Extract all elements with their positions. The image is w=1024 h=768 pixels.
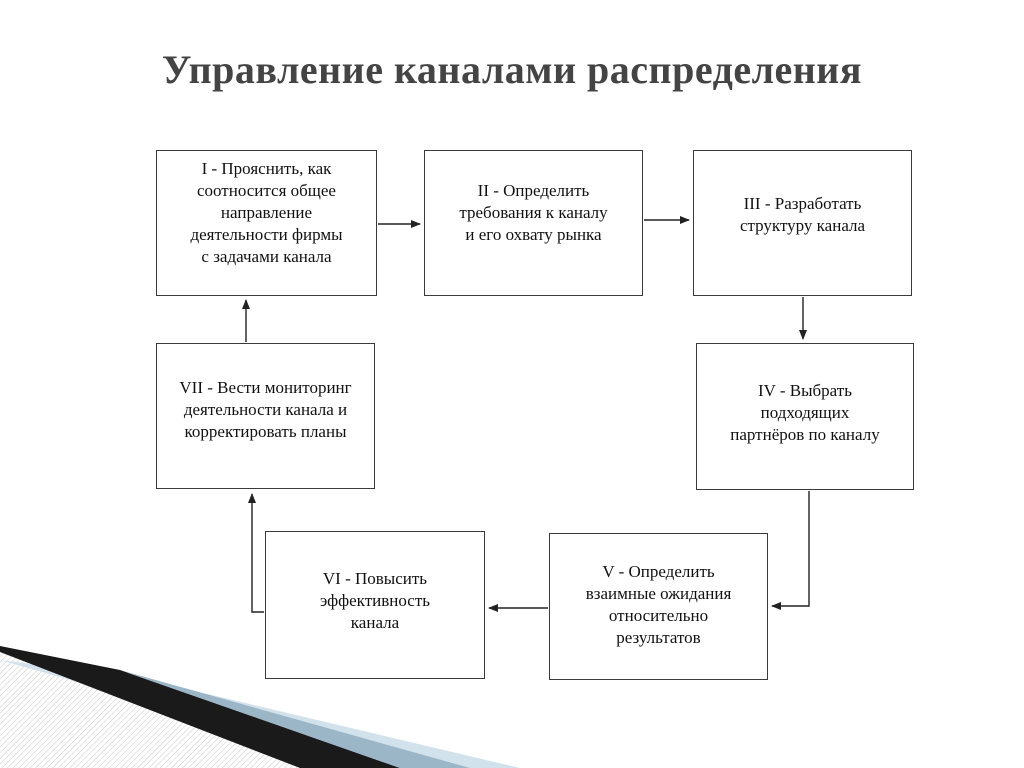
step-2-label: II - Определить требования к каналу и ег…: [459, 181, 608, 244]
step-5-label: V - Определить взаимные ожидания относит…: [585, 561, 732, 647]
step-5-box: V - Определить взаимные ожидания относит…: [549, 533, 768, 680]
step-6-label: VI - Повысить эффективность канала: [319, 569, 430, 632]
step-4-box: IV - Выбрать подходящих партнёров по кан…: [696, 343, 914, 490]
slide-title: Управление каналами распределения: [162, 47, 862, 92]
arrow-step4-to-step5: [771, 491, 810, 610]
arrow-step6-to-step7: [248, 493, 264, 613]
step-3-box: III - Разработать структуру канала: [693, 150, 912, 296]
step-1-label: I - Прояснить, как соотносится общее нап…: [190, 159, 343, 266]
step-6-box: VI - Повысить эффективность канала: [265, 531, 485, 679]
step-1-box: I - Прояснить, как соотносится общее нап…: [156, 150, 377, 296]
step-7-label: VII - Вести мониторинг деятельности кана…: [179, 378, 352, 441]
step-7-box: VII - Вести мониторинг деятельности кана…: [156, 343, 375, 489]
step-4-label: IV - Выбрать подходящих партнёров по кан…: [730, 380, 880, 444]
step-2-box: II - Определить требования к каналу и ег…: [424, 150, 643, 296]
step-3-label: III - Разработать структуру канала: [739, 194, 866, 235]
